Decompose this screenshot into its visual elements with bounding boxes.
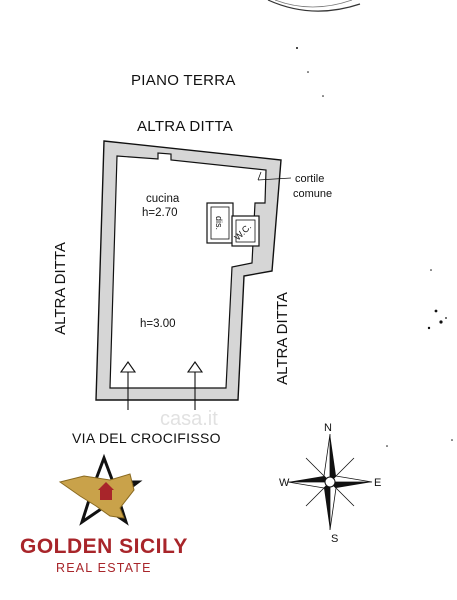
courtyard-label: cortile comune	[293, 172, 332, 202]
main-room-height: h=3.00	[140, 318, 176, 330]
compass-east: E	[374, 477, 382, 489]
neighbor-top-label: ALTRA DITTA	[137, 118, 234, 135]
street-label: VIA DEL CROCIFISSO	[72, 430, 221, 446]
disimpegno-label: dis.	[214, 215, 225, 231]
compass-north: N	[324, 422, 332, 434]
neighbor-left-label: ALTRA DITTA	[51, 242, 69, 335]
watermark-text: casa.it	[160, 408, 218, 430]
compass-west: W	[279, 477, 290, 489]
kitchen-height: h=2.70	[142, 207, 178, 219]
kitchen-name: cucina	[146, 193, 180, 205]
disimpegno-inner	[210, 206, 230, 240]
floor-title: PIANO TERRA	[131, 72, 236, 89]
neighbor-right-label: ALTRA DITTA	[273, 292, 291, 385]
courtyard-line-1: cortile	[295, 173, 325, 185]
stamp-arc	[267, 0, 361, 12]
entrance-arrow-right	[186, 361, 204, 410]
stamp-arc-inner	[274, 0, 353, 8]
compass-south: S	[331, 533, 339, 545]
wc-inner	[235, 219, 256, 243]
compass-rose	[287, 433, 373, 531]
brand-name: GOLDEN SICILY	[20, 535, 188, 558]
brand-tagline: REAL ESTATE	[56, 561, 152, 575]
entrance-arrow-left	[119, 361, 137, 410]
cortile-leader-tick	[257, 171, 262, 181]
golden-sicily-logo	[58, 453, 143, 526]
cortile-leader	[257, 177, 292, 181]
courtyard-line-2: comune	[293, 188, 333, 200]
kitchen-label: cucina h=2.70	[142, 192, 179, 220]
wc-room	[231, 215, 260, 247]
scan-specks	[296, 47, 453, 447]
